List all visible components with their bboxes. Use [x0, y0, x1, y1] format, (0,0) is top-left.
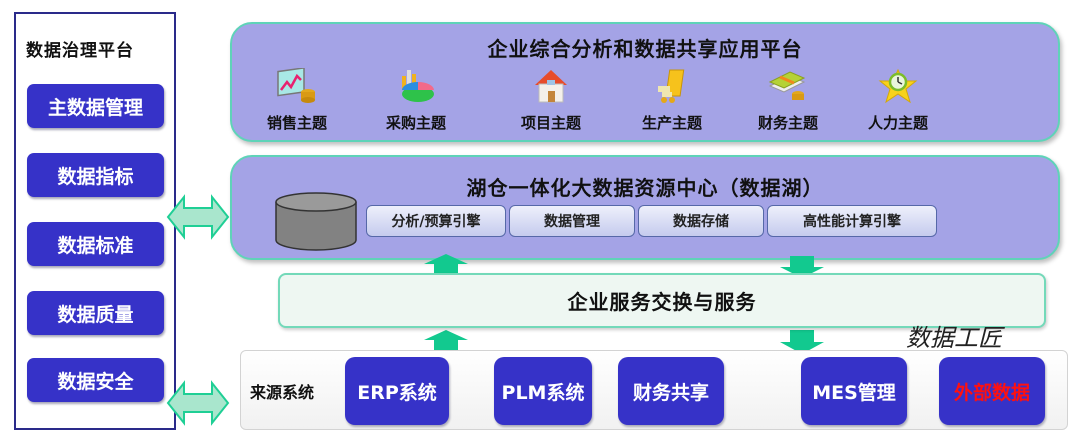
source-mes[interactable]: MES管理: [801, 357, 907, 425]
watermark-text: 数据工匠: [906, 324, 1002, 352]
theme-label: 生产主题: [641, 114, 702, 132]
arrow-up-icon: [424, 254, 468, 276]
module-hpc-engine[interactable]: 高性能计算引擎: [767, 205, 937, 237]
gov-item-security[interactable]: 数据安全: [27, 358, 164, 402]
module-data-storage[interactable]: 数据存储: [638, 205, 764, 237]
gov-item-metrics[interactable]: 数据指标: [27, 153, 164, 197]
sales-chart-icon: [277, 67, 315, 103]
money-icon: [768, 71, 806, 100]
arrow-down-icon: [780, 330, 824, 354]
governance-title: 数据治理平台: [26, 41, 134, 61]
theme-label: 人力主题: [867, 114, 928, 132]
source-systems-label: 来源系统: [250, 383, 315, 402]
arrow-up-icon: [424, 330, 468, 354]
theme-purchase[interactable]: 采购主题: [371, 68, 461, 133]
theme-production[interactable]: 生产主题: [627, 68, 717, 133]
double-arrow-icon: [166, 194, 230, 240]
theme-project[interactable]: 项目主题: [506, 68, 596, 133]
source-external-data[interactable]: 外部数据: [939, 357, 1045, 425]
theme-label: 财务主题: [757, 114, 818, 132]
data-lake-title: 湖仓一体化大数据资源中心（数据湖）: [466, 176, 824, 200]
house-icon: [535, 70, 567, 103]
source-erp[interactable]: ERP系统: [345, 357, 449, 425]
gov-item-master-data[interactable]: 主数据管理: [27, 84, 164, 128]
gov-item-standards[interactable]: 数据标准: [27, 222, 164, 266]
module-analysis-engine[interactable]: 分析/预算引擎: [366, 205, 506, 237]
app-platform-panel: [230, 22, 1060, 142]
database-icon: [275, 192, 357, 251]
source-plm[interactable]: PLM系统: [494, 357, 592, 425]
service-exchange-bar[interactable]: 企业服务交换与服务: [278, 273, 1046, 328]
pie-chart-icon: [402, 70, 434, 102]
source-finance-shared[interactable]: 财务共享: [618, 357, 724, 425]
theme-label: 采购主题: [385, 114, 446, 132]
theme-label: 销售主题: [266, 114, 327, 132]
star-clock-icon: [878, 68, 918, 104]
briefcase-icon: [658, 69, 685, 103]
double-arrow-icon: [166, 380, 230, 426]
arrow-down-icon: [780, 256, 824, 278]
theme-hr[interactable]: 人力主题: [853, 68, 943, 133]
gov-item-quality[interactable]: 数据质量: [27, 291, 164, 335]
theme-finance[interactable]: 财务主题: [743, 68, 833, 133]
theme-sales[interactable]: 销售主题: [252, 67, 342, 133]
service-exchange-label: 企业服务交换与服务: [567, 290, 757, 314]
module-data-management[interactable]: 数据管理: [509, 205, 635, 237]
app-platform-title: 企业综合分析和数据共享应用平台: [487, 37, 803, 61]
theme-label: 项目主题: [520, 114, 581, 132]
